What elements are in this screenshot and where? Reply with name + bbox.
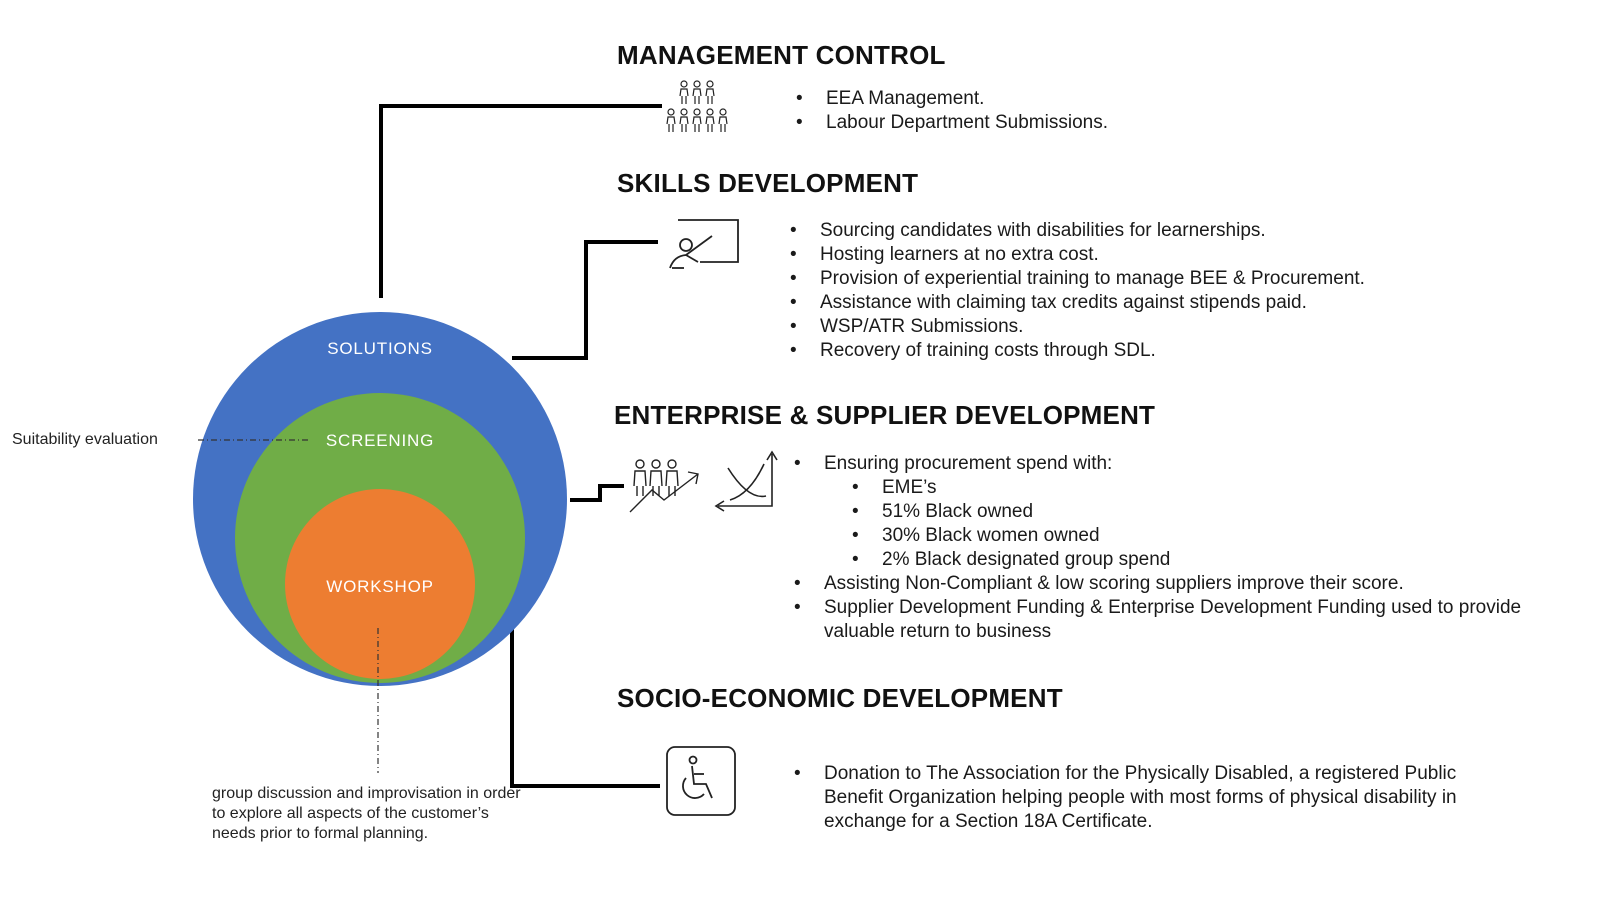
list-item: EEA Management. bbox=[792, 87, 1108, 111]
section-title-skills: SKILLS DEVELOPMENT bbox=[617, 168, 919, 198]
circle-label-solutions: SOLUTIONS bbox=[327, 339, 432, 358]
presentation-board-icon bbox=[669, 219, 739, 269]
people-growth-icon bbox=[629, 459, 699, 513]
supply-demand-chart-icon bbox=[714, 450, 778, 512]
list-item: Assisting Non-Compliant & low scoring su… bbox=[790, 572, 1580, 596]
sub-list-item: 2% Black designated group spend bbox=[790, 548, 1580, 572]
circle-label-workshop: WORKSHOP bbox=[326, 577, 433, 596]
circle-workshop bbox=[285, 489, 475, 679]
section-title-enterprise: ENTERPRISE & SUPPLIER DEVELOPMENT bbox=[614, 400, 1156, 430]
people-group-icon bbox=[666, 80, 728, 132]
enterprise-list: Ensuring procurement spend with: EME’s 5… bbox=[790, 452, 1580, 644]
list-item: Sourcing candidates with disabilities fo… bbox=[786, 219, 1365, 243]
list-item: Ensuring procurement spend with: bbox=[790, 452, 1580, 476]
connector-skills bbox=[512, 240, 658, 360]
socio-list: Donation to The Association for the Phys… bbox=[790, 762, 1510, 834]
list-item: WSP/ATR Submissions. bbox=[786, 315, 1365, 339]
list-item: Recovery of training costs through SDL. bbox=[786, 339, 1365, 363]
suitability-note: Suitability evaluation bbox=[12, 431, 158, 448]
list-item: Labour Department Submissions. bbox=[792, 111, 1108, 135]
list-item: Donation to The Association for the Phys… bbox=[790, 762, 1510, 834]
sub-list-item: 30% Black women owned bbox=[790, 524, 1580, 548]
management-list: EEA Management. Labour Department Submis… bbox=[792, 87, 1108, 135]
circle-label-screening: SCREENING bbox=[326, 431, 434, 450]
workshop-note: group discussion and improvisation in or… bbox=[212, 785, 521, 842]
sub-list-item: 51% Black owned bbox=[790, 500, 1580, 524]
list-item: Supplier Development Funding & Enterpris… bbox=[790, 596, 1580, 644]
wheelchair-icon bbox=[666, 746, 736, 816]
section-title-management: MANAGEMENT CONTROL bbox=[617, 40, 946, 70]
sub-list-item: EME’s bbox=[790, 476, 1580, 500]
connector-management bbox=[379, 104, 662, 298]
connector-enterprise bbox=[570, 484, 624, 502]
skills-list: Sourcing candidates with disabilities fo… bbox=[786, 219, 1365, 363]
section-title-socio: SOCIO-ECONOMIC DEVELOPMENT bbox=[617, 683, 1063, 713]
connector-socio bbox=[510, 624, 660, 788]
list-item: Provision of experiential training to ma… bbox=[786, 267, 1365, 291]
list-item: Assistance with claiming tax credits aga… bbox=[786, 291, 1365, 315]
list-item: Hosting learners at no extra cost. bbox=[786, 243, 1365, 267]
